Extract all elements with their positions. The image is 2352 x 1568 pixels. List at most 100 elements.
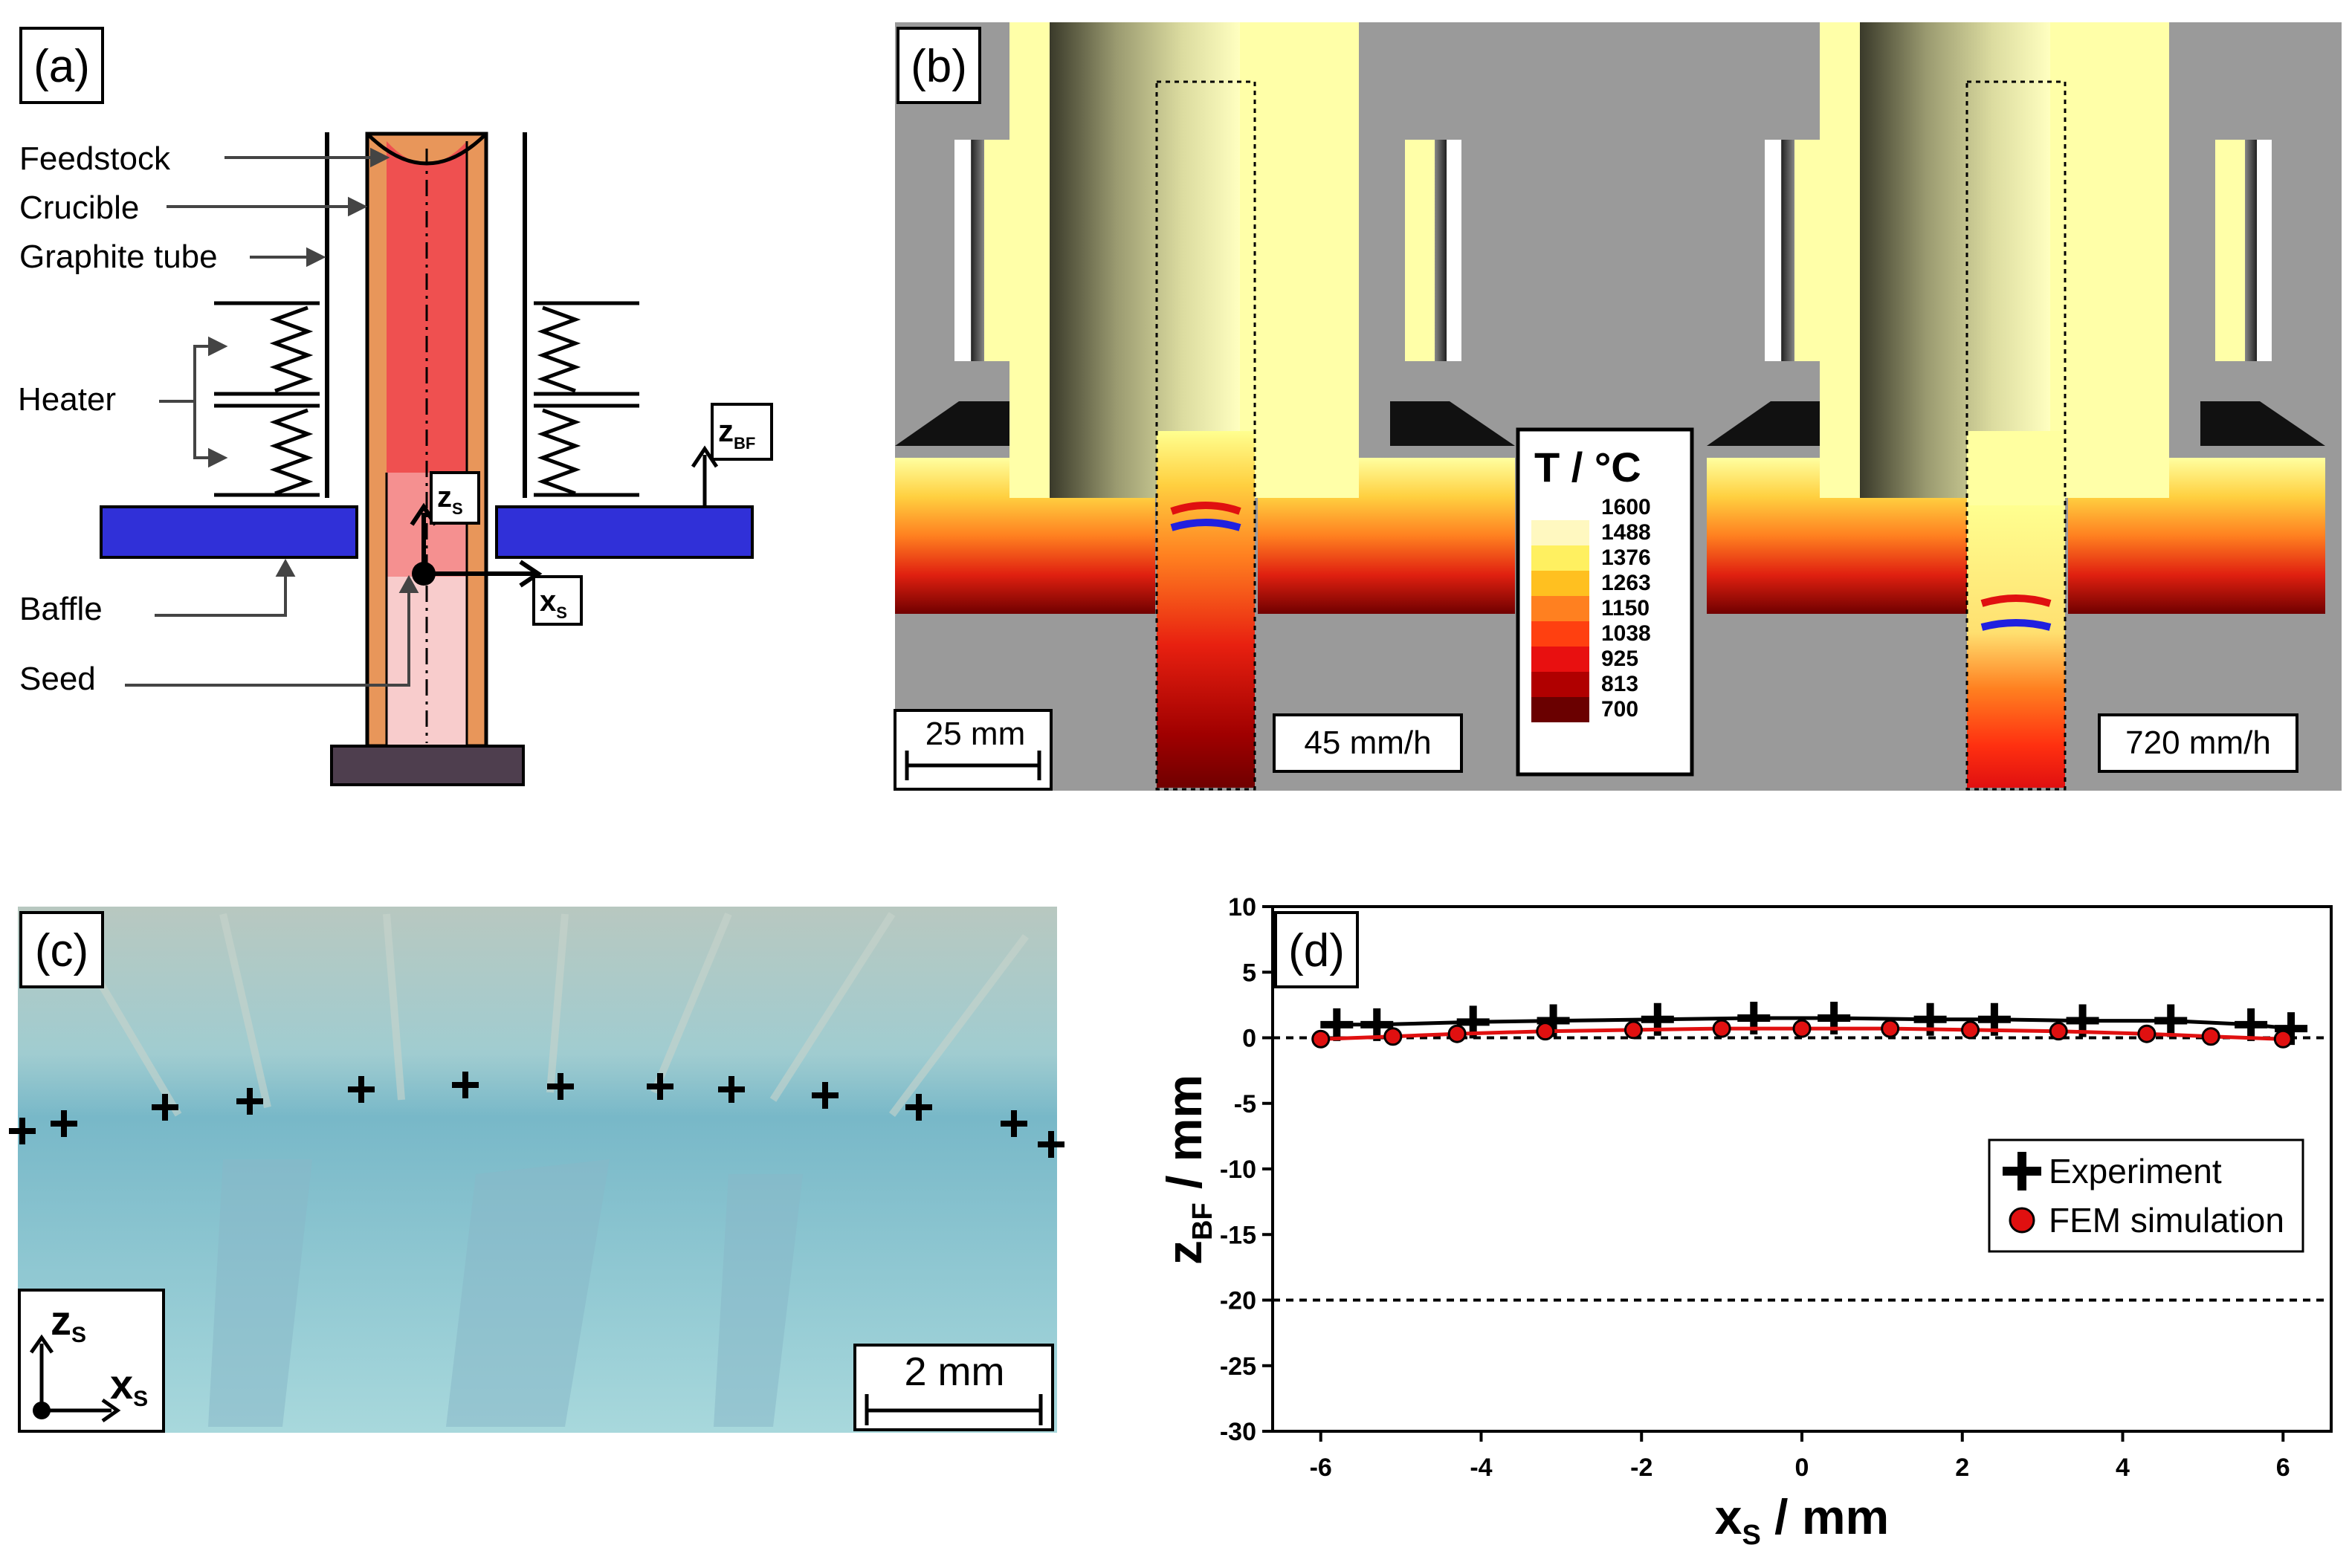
interface-cross	[812, 1082, 839, 1109]
colorbar-swatch	[1531, 621, 1589, 647]
callout-seed-head	[398, 574, 419, 593]
cylinder-left	[1050, 22, 1240, 498]
scale-label-c: 2 mm	[905, 1350, 1005, 1394]
panel-a: (a)	[18, 27, 773, 786]
data-point-simulation	[2273, 1029, 2293, 1049]
heater-block-left-a-edge	[984, 140, 1014, 361]
colorbar-value: 1376	[1601, 545, 1651, 570]
seed-holder	[330, 745, 525, 786]
speed-left: 45 mm/h	[1304, 725, 1431, 761]
data-point-simulation	[1447, 1024, 1467, 1043]
interface-cross	[905, 1094, 932, 1121]
callout-heater-upper	[159, 345, 210, 403]
callout-graphite-head	[306, 247, 326, 268]
zbf-box	[711, 403, 773, 461]
y-tick-label: -25	[1220, 1352, 1256, 1381]
interface-cross	[547, 1073, 574, 1100]
callout-feedstock-head	[370, 147, 390, 168]
data-point-simulation	[1881, 1019, 1900, 1038]
zs-symbol: zS	[437, 481, 463, 518]
interface-cross	[647, 1073, 673, 1100]
grain-texture	[208, 1159, 803, 1427]
x-tick-label: -2	[1630, 1454, 1652, 1482]
data-point-simulation	[1961, 1020, 1980, 1040]
heater-block-right-b-edge	[2215, 140, 2245, 361]
heater-block-left-b	[1435, 140, 1461, 361]
legend-marker-simulation	[2009, 1207, 2035, 1234]
panel-a-label: (a)	[33, 41, 90, 92]
callout-seed	[125, 587, 410, 687]
heater-block-right-b	[2245, 140, 2272, 361]
interface-blue-left	[1170, 519, 1241, 531]
speed-box-right	[2098, 713, 2298, 773]
interface-cross	[236, 1088, 263, 1115]
baffle-left	[100, 505, 358, 559]
data-point-experiment	[2235, 1008, 2268, 1041]
interface-blue-right	[1980, 619, 2052, 631]
label-heater: Heater	[18, 381, 116, 418]
colorbar-value: 925	[1601, 647, 1638, 671]
label-seed: Seed	[19, 661, 96, 697]
interface-cross	[452, 1072, 479, 1098]
heater-left	[214, 301, 320, 497]
data-point-simulation	[1712, 1019, 1731, 1038]
panel-d-label: (d)	[1288, 925, 1345, 976]
speed-box-left	[1273, 713, 1463, 773]
colorbar-swatch	[1531, 596, 1589, 621]
data-point-simulation	[1383, 1027, 1403, 1046]
heater-right	[534, 301, 639, 497]
colorbar-swatch	[1531, 647, 1589, 672]
data-point-simulation	[2049, 1022, 2068, 1041]
xs-box	[532, 575, 583, 626]
callout-baffle	[155, 572, 287, 617]
heater-block-right-a-edge	[1794, 140, 1824, 361]
coord-zs-head-c	[29, 1334, 54, 1354]
colorbar-swatch	[1531, 697, 1589, 722]
x-tick-label: -4	[1470, 1454, 1492, 1482]
baffle-right	[495, 505, 754, 559]
interface-cross	[9, 1118, 36, 1144]
interface-cross	[348, 1076, 375, 1103]
zs-box	[430, 471, 480, 525]
baffle-shadow-left-b	[1390, 401, 1515, 446]
label-baffle: Baffle	[19, 591, 103, 627]
data-point-simulation	[2137, 1024, 2156, 1043]
interface-cross	[1038, 1131, 1064, 1158]
callout-heater-upper-head	[208, 336, 228, 357]
interface-crosses	[9, 1072, 1064, 1158]
colorbar-swatch	[1531, 520, 1589, 545]
colorbar-value: 1150	[1601, 596, 1650, 621]
data-point-simulation	[1624, 1020, 1643, 1040]
data-point-simulation	[1536, 1022, 1555, 1041]
callout-heater-lower-head	[208, 447, 228, 468]
baffle-shadow-left-a	[895, 401, 1023, 446]
heater-block-left-a	[954, 140, 984, 361]
y-tick-label: 5	[1242, 959, 1256, 987]
colorbar-swatch	[1531, 672, 1589, 697]
panel-c: (c) zS xS 2 mm	[9, 907, 1064, 1433]
scale-box-c	[853, 1344, 1054, 1431]
sim-left: 45 mm/h	[895, 22, 1515, 791]
y-tick-label: -15	[1220, 1221, 1256, 1249]
scale-box-b	[894, 709, 1053, 791]
x-axis-label: xS / mm	[1715, 1489, 1889, 1551]
coord-zs-label-c: zS	[51, 1297, 86, 1347]
legend-label: FEM simulation	[2049, 1201, 2284, 1240]
callout-heater-lower	[193, 401, 210, 459]
legend-marker-experiment	[2003, 1152, 2041, 1190]
y-tick-label: -30	[1220, 1418, 1256, 1446]
chart-legend	[1988, 1138, 2304, 1253]
x-tick-label: 2	[1955, 1454, 1969, 1482]
colorbar-value: 1038	[1601, 621, 1651, 646]
zbf-symbol: zBF	[718, 413, 755, 453]
speed-right: 720 mm/h	[2125, 725, 2271, 761]
cylinder-right	[1860, 22, 2050, 498]
xs-arrowhead	[519, 560, 543, 588]
xs-symbol: xS	[540, 585, 567, 622]
y-tick-label: 10	[1228, 893, 1256, 921]
baffle-shadow-right-b	[2200, 401, 2325, 446]
data-point-experiment	[1320, 1008, 1354, 1041]
